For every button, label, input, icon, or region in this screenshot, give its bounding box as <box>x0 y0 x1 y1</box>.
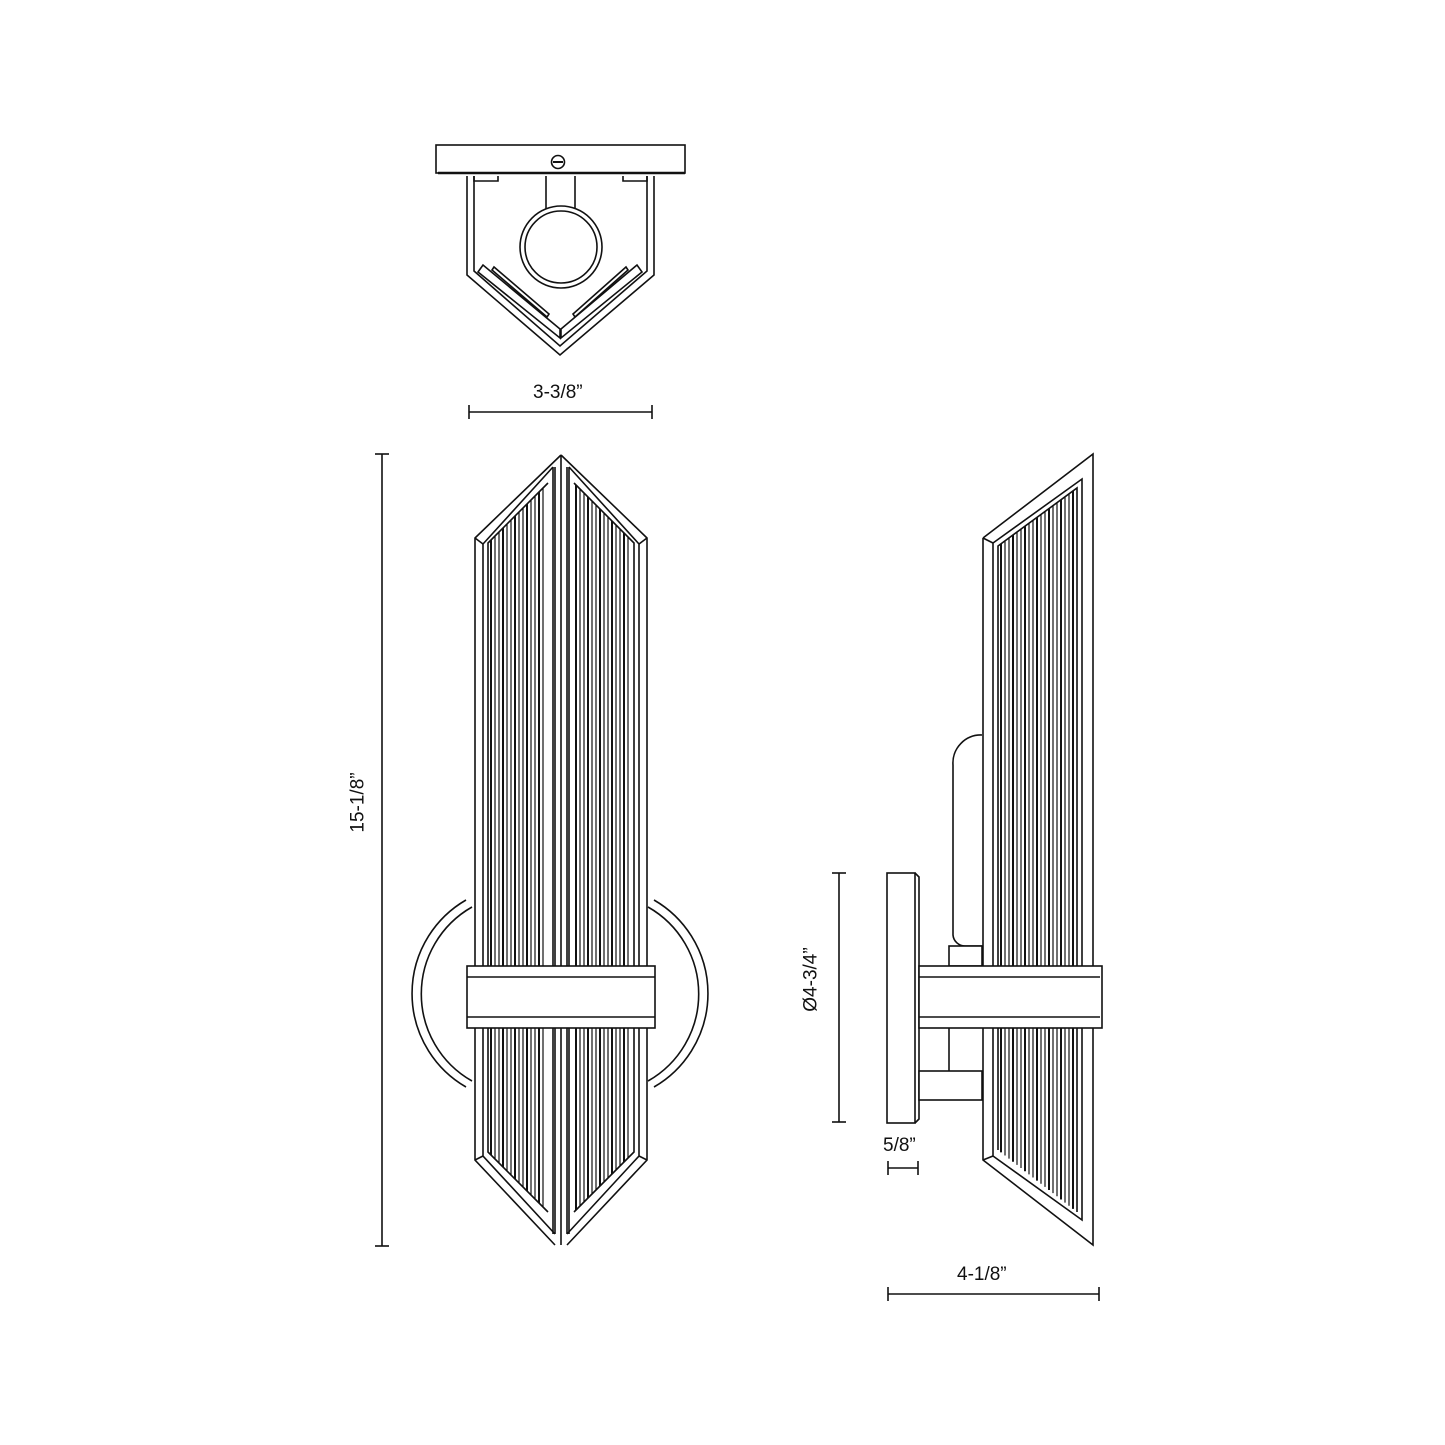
front-view <box>411 454 709 1246</box>
dimension-extension <box>887 1287 1100 1301</box>
label-backplate-diameter: Ø4-3/4” <box>800 947 822 1012</box>
dimension-height <box>375 453 389 1247</box>
label-backplate-depth: 5/8” <box>883 1135 916 1156</box>
dimension-backplate-diameter <box>832 872 846 1123</box>
side-view <box>886 452 1103 1247</box>
screw-icon <box>550 154 566 170</box>
fluted-glass-left <box>490 488 544 1207</box>
label-extension: 4-1/8” <box>957 1264 1007 1285</box>
dimension-top-width <box>468 405 653 419</box>
label-height: 15-1/8” <box>347 772 369 833</box>
top-view <box>435 144 686 357</box>
label-top-width: 3-3/8” <box>533 382 583 403</box>
dimension-backplate-depth <box>887 1161 919 1175</box>
fluted-glass-right <box>575 485 629 1210</box>
fluted-glass-side <box>1000 490 1074 1209</box>
